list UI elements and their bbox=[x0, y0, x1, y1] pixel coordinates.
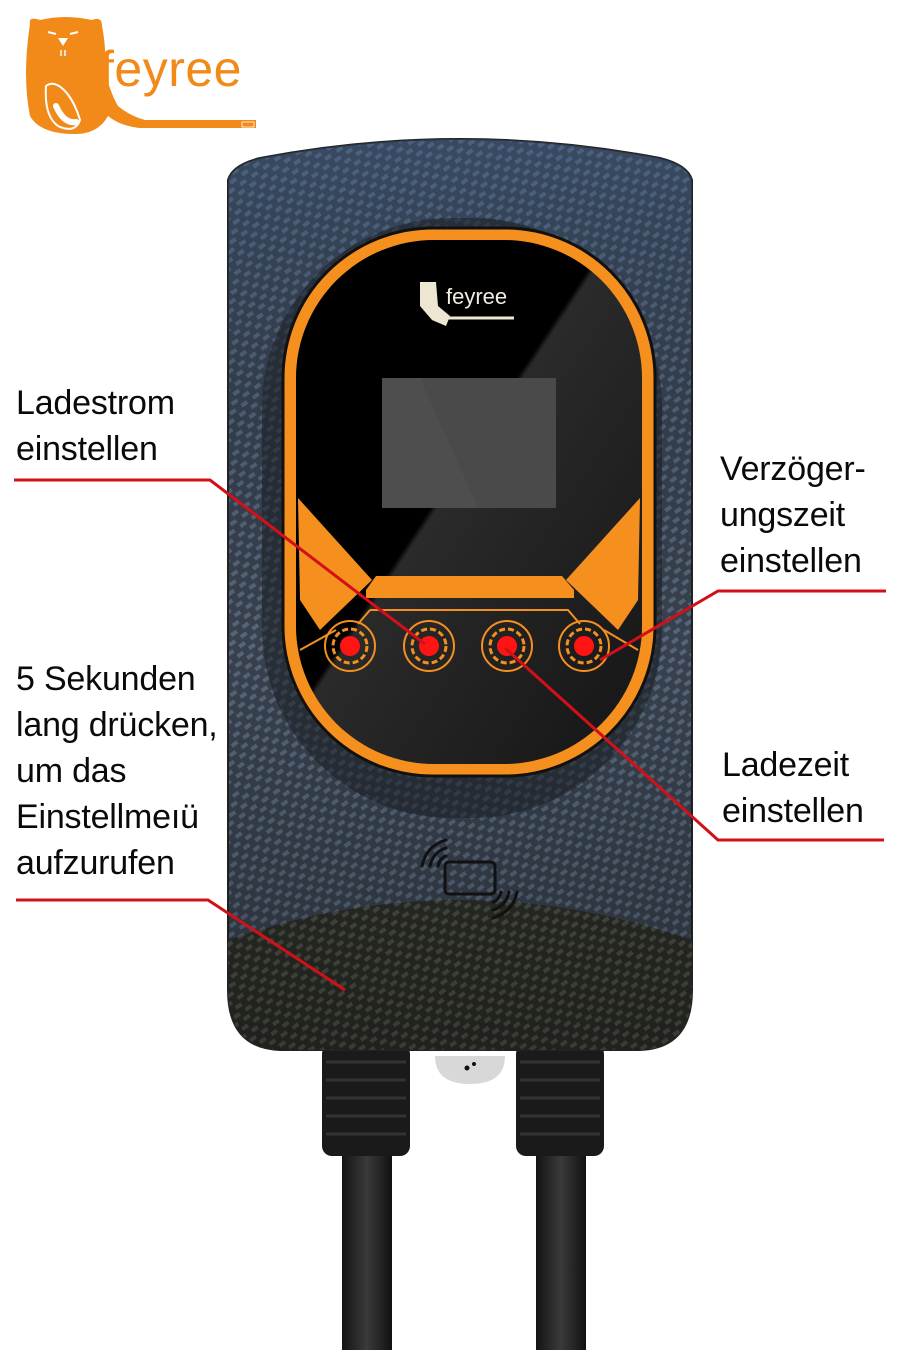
brand-name: feyree bbox=[100, 41, 242, 97]
button-4 bbox=[558, 620, 610, 672]
callout-line-delay-time bbox=[599, 589, 886, 662]
callout-line: Ladezeit bbox=[722, 746, 849, 784]
callout-line: einstellen bbox=[16, 430, 158, 468]
cable-left bbox=[322, 1044, 410, 1350]
callout-charge-time: Ladezeit einstellen bbox=[722, 742, 864, 834]
lcd-screen bbox=[382, 378, 556, 508]
callout-settings-menu: 5 Sekunden lang drücken, um das Einstell… bbox=[16, 656, 218, 886]
callout-line-charge-time bbox=[503, 646, 884, 842]
brand-logo bbox=[20, 16, 260, 136]
callout-line: Ladestrom bbox=[16, 384, 175, 422]
callout-line-settings-menu bbox=[16, 898, 346, 992]
device-badge-text: feyree bbox=[446, 284, 508, 309]
device-logo-icon bbox=[420, 282, 514, 326]
callout-line: einstellen bbox=[720, 542, 862, 580]
vent-cap bbox=[435, 1056, 505, 1084]
callout-line: einstellen bbox=[722, 792, 864, 830]
button-1 bbox=[324, 620, 376, 672]
callout-line: aufzurufen bbox=[16, 844, 175, 882]
callout-lines bbox=[14, 478, 886, 992]
callout-line: lang drücken, bbox=[16, 706, 218, 744]
beaver-holding-plug-icon bbox=[26, 17, 256, 134]
callout-line: ungszeit bbox=[720, 496, 846, 534]
rfid-card-reader-icon bbox=[420, 838, 519, 920]
callout-line-charge-current bbox=[14, 478, 426, 646]
button-2 bbox=[403, 620, 455, 672]
cable-right bbox=[516, 1044, 604, 1350]
callout-line: um das bbox=[16, 752, 127, 790]
callout-charge-current: Ladestrom einstellen bbox=[16, 380, 175, 472]
button-3 bbox=[481, 620, 533, 672]
callout-line: Einstellmeıü bbox=[16, 798, 199, 836]
callout-delay-time: Verzöger- ungszeit einstellen bbox=[720, 446, 866, 584]
callout-line: 5 Sekunden bbox=[16, 660, 196, 698]
callout-line: Verzöger- bbox=[720, 450, 866, 488]
control-buttons bbox=[324, 620, 610, 672]
